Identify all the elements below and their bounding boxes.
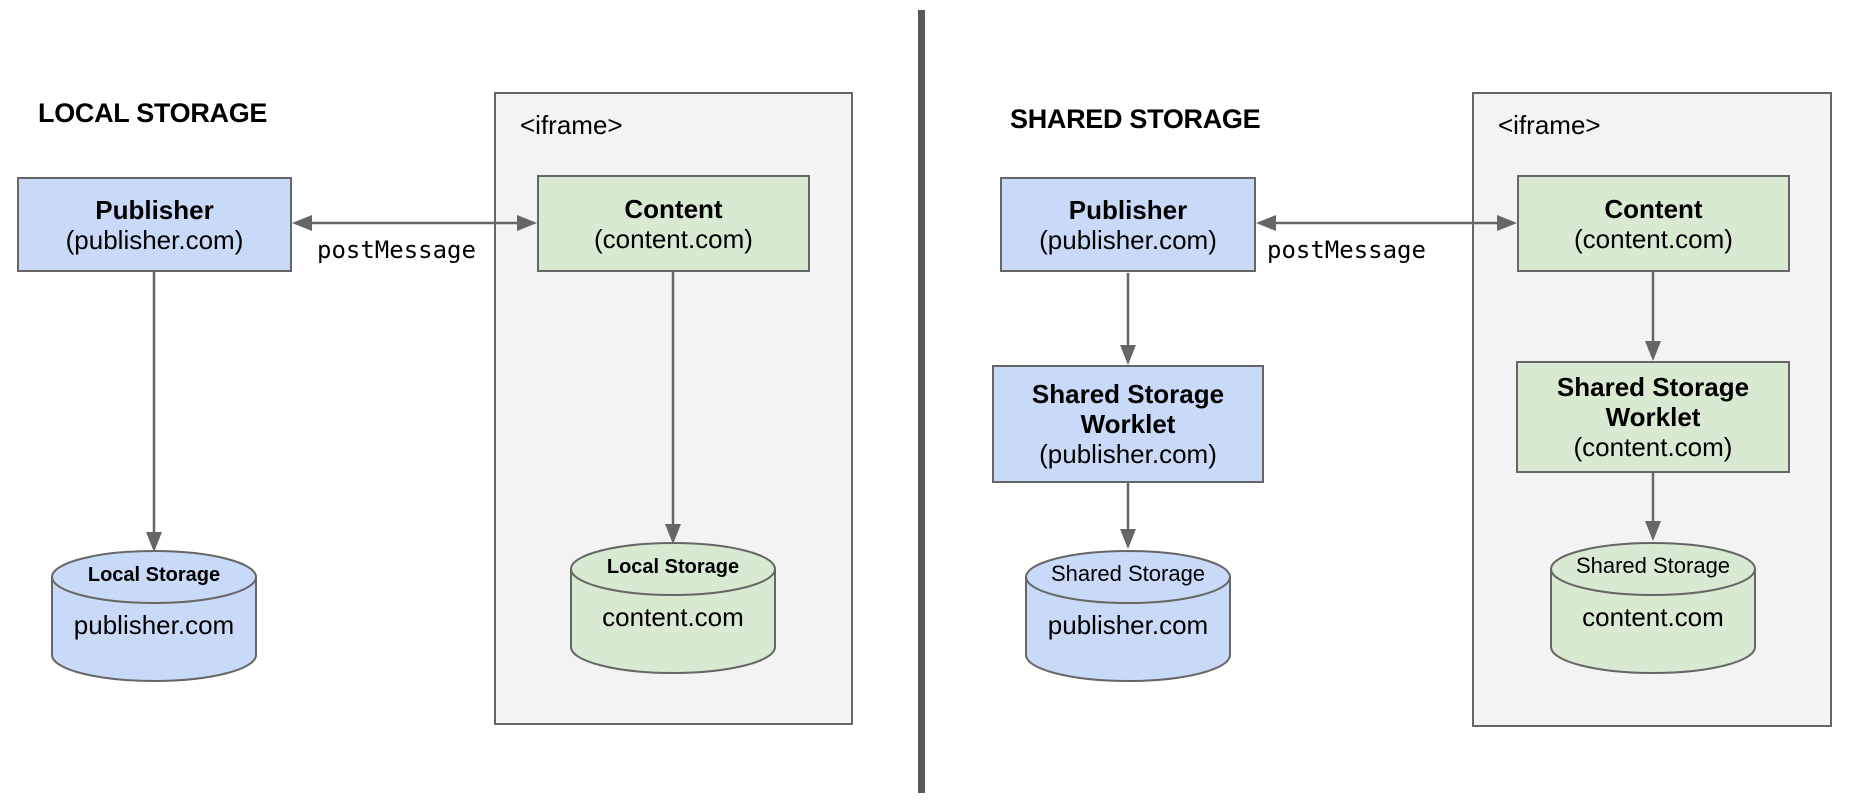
database-icon	[1025, 550, 1231, 682]
postmessage-label-local: postMessage	[317, 236, 476, 264]
worklet-node-origin: (publisher.com)	[1039, 439, 1217, 469]
cylinder-label: Shared Storage	[1050, 561, 1206, 586]
publisher-node-local: Publisher (publisher.com)	[17, 177, 292, 272]
shared-storage-worklet-node-publisher: Shared Storage Worklet (publisher.com)	[992, 365, 1264, 483]
local-storage-cylinder-content: Local Storage content.com	[569, 541, 777, 677]
postmessage-label-shared: postMessage	[1267, 236, 1426, 264]
worklet-node-title: Shared Storage Worklet	[1556, 372, 1750, 432]
database-icon	[570, 542, 776, 674]
database-icon	[1550, 542, 1756, 674]
shared-storage-cylinder-content: Shared Storage content.com	[1549, 541, 1757, 677]
cylinder-label: Local Storage	[87, 564, 221, 586]
cylinder-label: Shared Storage	[1575, 553, 1731, 578]
shared-storage-worklet-node-content: Shared Storage Worklet (content.com)	[1516, 361, 1790, 473]
database-icon	[51, 550, 257, 682]
content-node-shared: Content (content.com)	[1517, 175, 1790, 272]
publisher-node-origin: (publisher.com)	[1039, 224, 1217, 255]
publisher-node-title: Publisher	[1068, 194, 1188, 225]
worklet-node-title: Shared Storage Worklet	[1031, 379, 1225, 439]
cylinder-domain: content.com	[1582, 602, 1724, 632]
publisher-node-origin: (publisher.com)	[65, 224, 244, 255]
worklet-node-origin: (content.com)	[1573, 432, 1733, 462]
iframe-label-local: <iframe>	[520, 110, 623, 140]
shared-storage-title: SHARED STORAGE	[1010, 104, 1261, 134]
cylinder-label: Local Storage	[606, 556, 740, 578]
content-node-origin: (content.com)	[1574, 223, 1733, 254]
local-storage-title: LOCAL STORAGE	[38, 98, 268, 128]
shared-storage-cylinder-publisher: Shared Storage publisher.com	[1024, 549, 1232, 685]
local-storage-cylinder-publisher: Local Storage publisher.com	[50, 549, 258, 685]
content-node-local: Content (content.com)	[537, 175, 810, 272]
iframe-label-shared: <iframe>	[1498, 110, 1601, 140]
cylinder-domain: publisher.com	[73, 610, 235, 640]
cylinder-domain: publisher.com	[1047, 610, 1209, 640]
publisher-node-title: Publisher	[95, 194, 214, 225]
cylinder-domain: content.com	[602, 602, 744, 632]
content-node-title: Content	[1604, 193, 1703, 224]
panel-divider	[918, 10, 925, 793]
publisher-node-shared: Publisher (publisher.com)	[1000, 177, 1256, 272]
content-node-origin: (content.com)	[594, 223, 753, 254]
content-node-title: Content	[624, 193, 723, 224]
